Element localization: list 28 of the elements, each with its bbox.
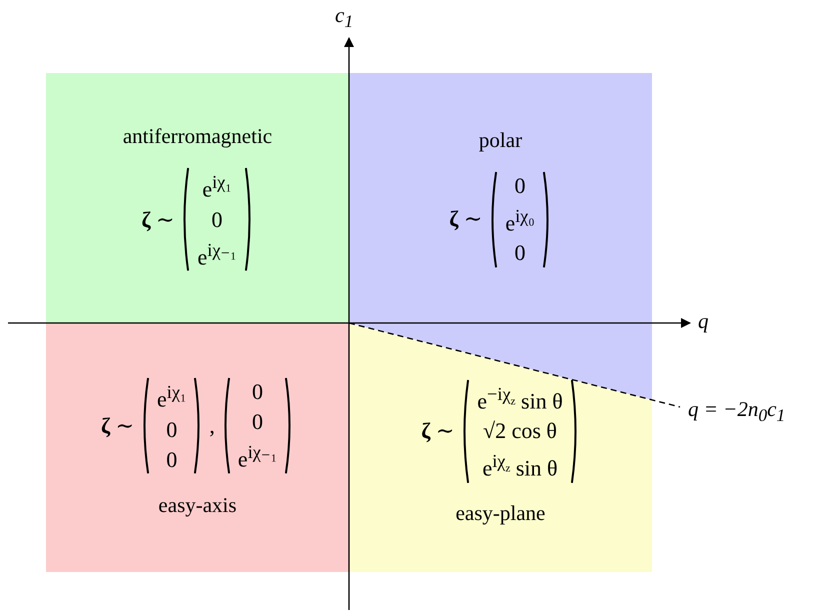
matrix-entry: e$^{iχ₁}$ [202,171,232,204]
matrix-entry: e$^{iχ₋₁}$ [238,441,277,474]
formula-text: ζ ∼ [141,206,174,232]
matrix-entry: 0 [514,172,526,200]
matrix-entry: √2 cos θ [483,417,557,445]
phase-region [46,73,349,323]
matrix-entry: 0 [252,378,263,406]
matrix-entry: 0 [252,408,263,436]
phase-region [46,323,349,572]
matrix-entry: 0 [514,239,526,268]
region-label: polar [478,128,522,153]
formula-text: ζ ∼ [449,206,482,232]
matrix-entry: e$^{iχ₀}$ [505,204,535,238]
formula-text: ζ ∼ [421,418,454,444]
matrix-entry: 0 [212,206,223,234]
matrix-entry: e$^{iχ₋₁}$ [197,238,237,271]
axis-label: q [698,309,708,334]
axis-label: c$_{1}$ [335,3,354,32]
region-label: antiferromagnetic [122,124,272,150]
matrix-entry: e$^{iχ₁}$ [157,381,186,414]
boundary-equation: q = −2n$_{0}$c$_{1}$ [688,397,786,426]
formula-text: , [209,412,215,439]
region-label: easy-axis [158,492,237,518]
formula-text: ζ ∼ [101,412,134,439]
phase-region [349,323,652,572]
region-label: easy-plane [456,501,546,526]
matrix-entry: 0 [166,446,178,474]
matrix-entry: 0 [166,416,178,444]
